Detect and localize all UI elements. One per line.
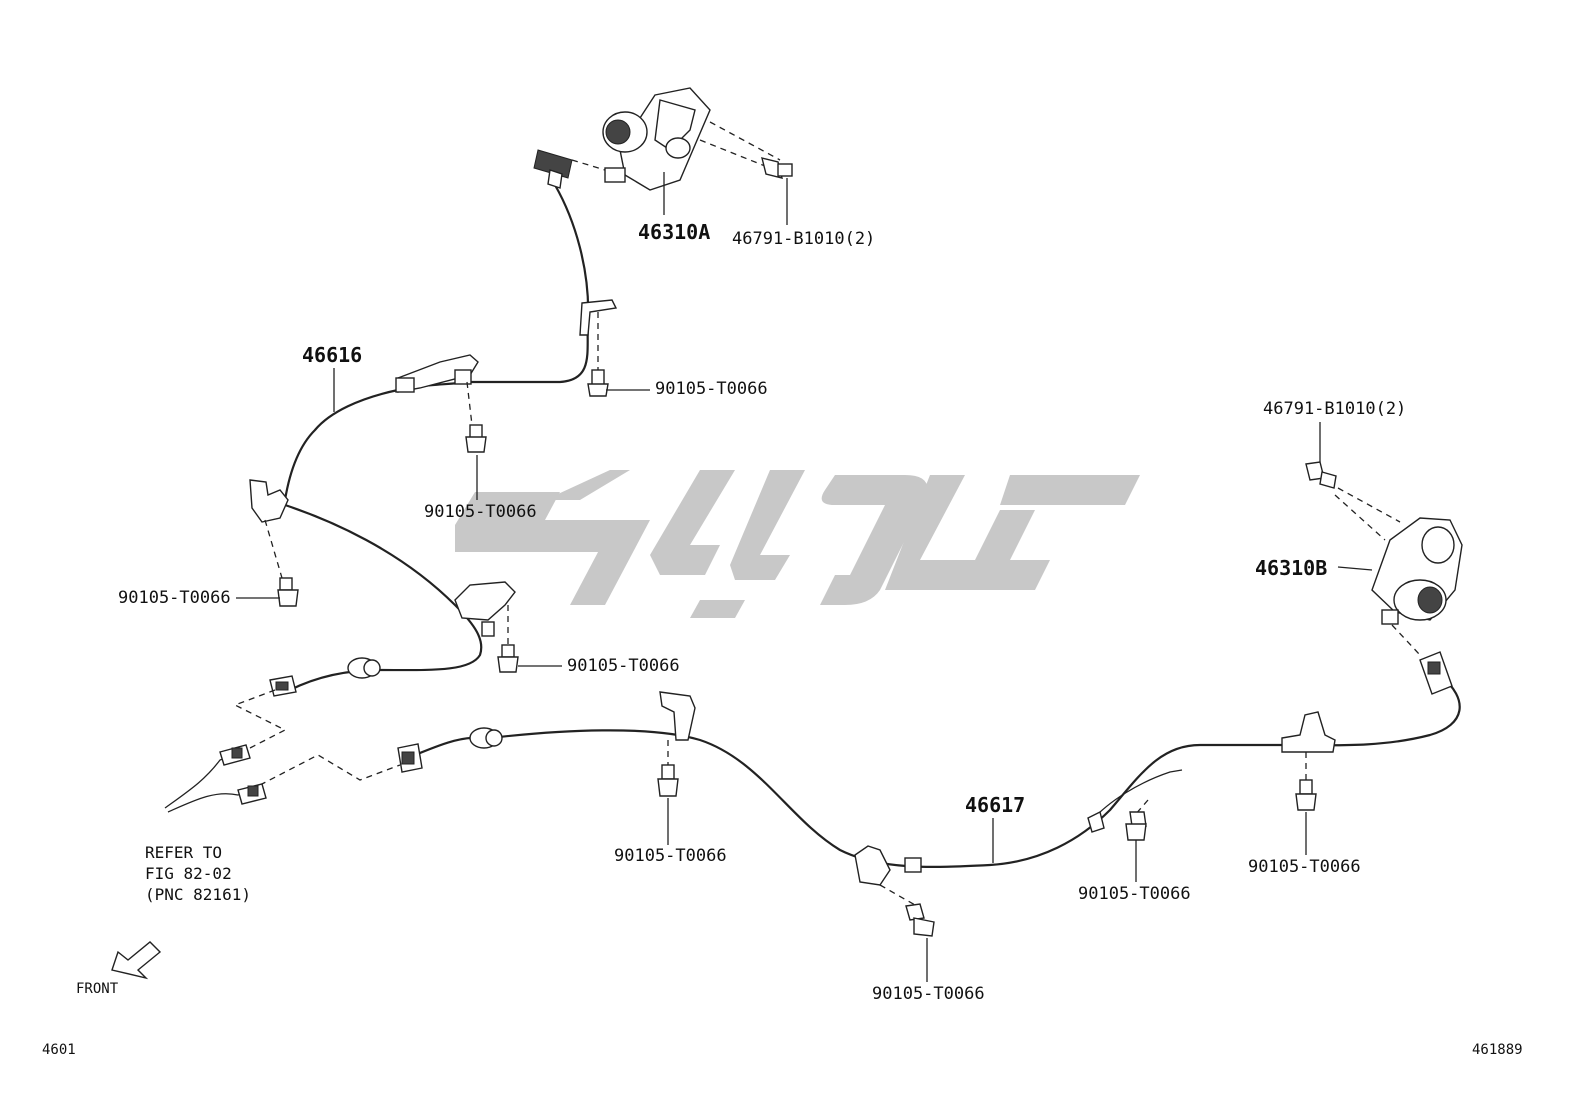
harness-46617 [397, 651, 1461, 886]
bolt-fastener-8 [1295, 752, 1317, 855]
label-90105-t0066-6: 90105-T0066 [1248, 857, 1361, 877]
refer-note-line3: (PNC 82161) [145, 885, 251, 904]
label-46791-b1010-right: 46791-B1010(2) [1263, 399, 1406, 419]
label-90105-t0066-1: 90105-T0066 [655, 379, 768, 399]
watermark-logo [455, 470, 1140, 618]
bolt-fastener-5 [657, 740, 679, 845]
bolt-46791-b [1305, 422, 1401, 541]
bolt-fastener-7 [1125, 799, 1149, 882]
refer-note-line1: REFER TO [145, 843, 222, 862]
label-46791-b1010-upper: 46791-B1010(2) [732, 229, 875, 249]
label-90105-t0066-2: 90105-T0066 [424, 502, 537, 522]
motor-46310a [571, 87, 711, 191]
bolt-fastener-3 [236, 519, 299, 607]
front-label: FRONT [76, 981, 119, 997]
figure-code-left: 4601 [42, 1042, 76, 1058]
refer-connectors [164, 689, 401, 813]
label-90105-t0066-8: 90105-T0066 [872, 984, 985, 1004]
bolt-fastener-4 [497, 605, 562, 673]
bolt-fastener-6 [879, 884, 935, 982]
label-46617: 46617 [965, 793, 1025, 817]
label-46310a: 46310A [638, 220, 710, 244]
figure-code-right: 461889 [1472, 1042, 1523, 1058]
bolt-fastener-2 [465, 381, 487, 500]
bolt-fastener-1 [587, 312, 650, 397]
label-90105-t0066-5: 90105-T0066 [614, 846, 727, 866]
motor-46310b [1337, 517, 1463, 656]
label-46616: 46616 [302, 343, 362, 367]
label-90105-t0066-3: 90105-T0066 [118, 588, 231, 608]
front-arrow-icon [111, 941, 162, 980]
harness-46616 [249, 149, 618, 697]
label-90105-t0066-7: 90105-T0066 [1078, 884, 1191, 904]
refer-note-line2: FIG 82-02 [145, 864, 232, 883]
bolt-46791-a [699, 121, 793, 225]
label-90105-t0066-4: 90105-T0066 [567, 656, 680, 676]
label-46310b: 46310B [1255, 556, 1327, 580]
